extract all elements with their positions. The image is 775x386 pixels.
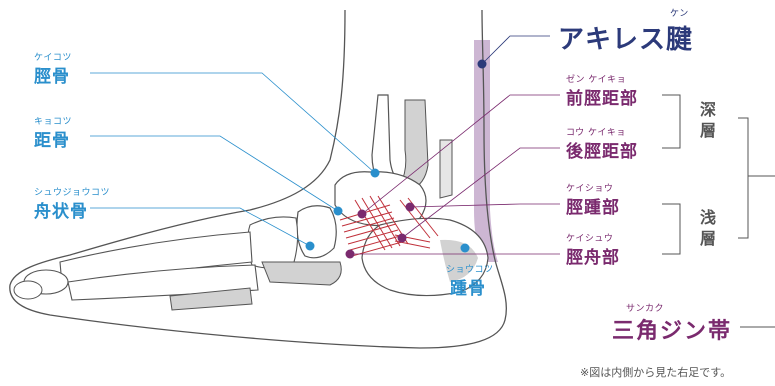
tibia-label: 脛骨 (34, 62, 70, 87)
fibula-bone (440, 140, 452, 198)
navicular-label: 舟状骨 (34, 197, 88, 222)
talus-label: 距骨 (34, 126, 70, 151)
achilles-tendon (474, 40, 498, 262)
achilles-label: アキレス腱 (558, 19, 693, 56)
tibionavicular-label: 脛舟部 (566, 243, 620, 268)
navicular-bone (297, 206, 336, 258)
tibiocalcaneal-label: 脛踵部 (566, 193, 620, 218)
anterior-tibiotalar-label: 前脛距部 (566, 84, 638, 109)
achilles-ruby: ケン (670, 6, 689, 19)
cuboid-shade (262, 262, 341, 285)
deltoid-label: 三角ジン帯 (612, 313, 732, 345)
toe-bone-2 (14, 281, 42, 299)
footnote: ※図は内側から見た右足です。 (580, 364, 731, 380)
brackets (662, 95, 775, 327)
achilles-leader (482, 36, 550, 64)
achilles-marker (478, 60, 487, 69)
cuneiform-bone (247, 217, 297, 268)
calcaneus-label: 踵骨 (450, 274, 486, 299)
superficial-layer-label: 浅層 (700, 207, 718, 249)
deep-layer-label: 深層 (700, 99, 718, 141)
posterior-tibiotalar-label: 後脛距部 (566, 137, 638, 162)
